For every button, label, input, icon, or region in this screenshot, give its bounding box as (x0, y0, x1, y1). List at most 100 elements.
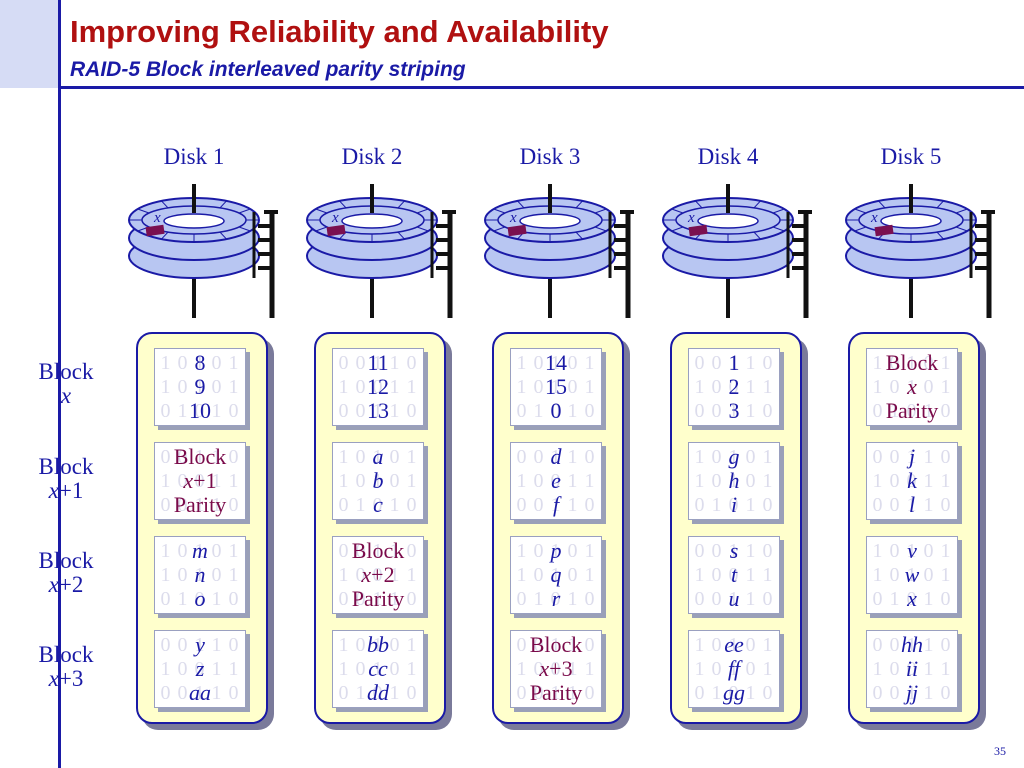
data-value: bb (367, 632, 389, 657)
data-value: k (907, 468, 917, 493)
data-value: jj (905, 680, 919, 705)
sector-tick (161, 200, 169, 209)
data-value: 8 (194, 350, 206, 375)
sector-tick (137, 208, 150, 214)
data-value: 9 (194, 374, 206, 399)
sector-tick (671, 208, 684, 214)
disk-label-2: Disk 2 (341, 144, 403, 169)
highlighted-sector (688, 224, 708, 237)
data-value: r (551, 586, 561, 611)
platter-hub (163, 213, 225, 229)
data-value: 2 (728, 374, 740, 399)
data-value: s (729, 538, 739, 563)
data-value: 12 (367, 374, 389, 399)
sector-tick (772, 226, 785, 232)
platter-hub (519, 213, 581, 229)
sector-x-label: x (870, 210, 878, 226)
row-label-word: Block (38, 548, 94, 573)
disk-2-drawing: x (306, 184, 456, 318)
slide-title: Improving Reliability and Availability (70, 14, 609, 49)
highlighted-sector (874, 224, 894, 237)
row-label-variable: x (60, 383, 72, 408)
data-value: ii (905, 656, 919, 681)
sector-tick (397, 200, 405, 209)
data-value: 14 (545, 350, 567, 375)
data-value: gg (723, 680, 745, 705)
disk-3-drawing: x (484, 184, 634, 318)
data-value: cc (368, 656, 388, 681)
sector-x-label: x (331, 210, 339, 226)
sector-tick (517, 200, 525, 209)
data-value: b (372, 468, 384, 493)
sector-tick (219, 200, 227, 209)
sector-tick (671, 226, 684, 232)
sector-tick (695, 200, 703, 209)
data-value: dd (367, 680, 389, 705)
data-value: j (908, 444, 916, 469)
platter-hub (341, 213, 403, 229)
disk-label-4: Disk 4 (697, 144, 759, 169)
sector-x-label: x (509, 210, 517, 226)
sector-x-label: x (687, 210, 695, 226)
data-value: q (550, 562, 562, 587)
sector-tick (493, 226, 506, 232)
data-value: p (550, 538, 562, 563)
disk-1-drawing: x (128, 184, 278, 318)
sector-tick (315, 226, 328, 232)
sector-tick (575, 200, 583, 209)
sector-tick (772, 208, 785, 214)
row-label-suffix: +1 (58, 478, 84, 503)
sector-tick (339, 200, 347, 209)
disk-label-3: Disk 3 (519, 144, 581, 169)
parity-block-word: Block (351, 538, 405, 563)
slide-title-rule (58, 86, 1024, 89)
parity-block-id: x+2 (361, 562, 395, 587)
data-value: g (728, 444, 740, 469)
sector-tick (238, 208, 251, 214)
data-value: 15 (545, 374, 567, 399)
parity-label: Parity (529, 680, 583, 705)
data-value: l (908, 492, 916, 517)
data-value: f (552, 492, 560, 517)
highlighted-sector (145, 224, 165, 237)
data-value: 10 (189, 398, 211, 423)
data-value: 11 (367, 350, 389, 375)
sector-tick (219, 231, 227, 240)
data-value: 3 (728, 398, 740, 423)
disk-label-1: Disk 1 (163, 144, 225, 169)
sector-tick (416, 226, 429, 232)
data-value: hh (901, 632, 923, 657)
data-value: v (907, 538, 917, 563)
data-value: z (195, 656, 205, 681)
sector-tick (854, 226, 867, 232)
